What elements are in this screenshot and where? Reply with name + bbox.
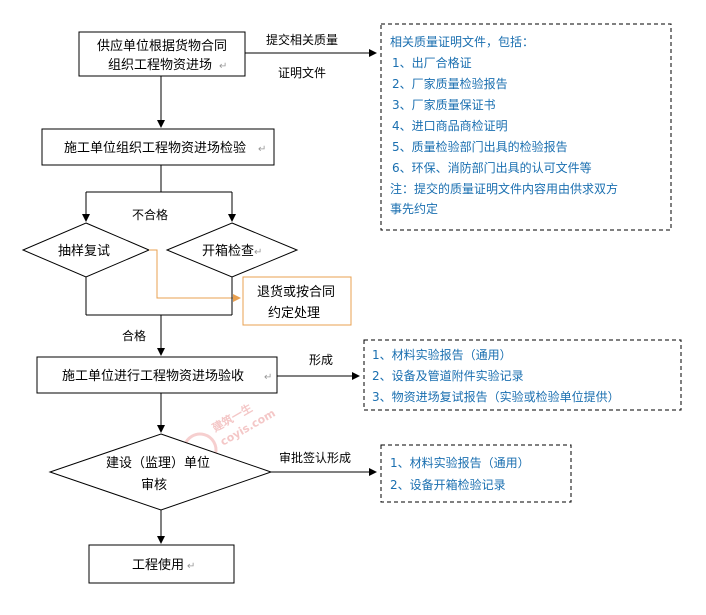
label-submit-line1: 提交相关质量 (266, 32, 338, 47)
acceptance-records-line-0: 1、材料实验报告（通用） (372, 347, 512, 362)
acceptance-records-note: 1、材料实验报告（通用） 2、设备及管道附件实验记录 3、物资进场复试报告（实验… (363, 339, 682, 411)
sample-retest-diamond: 抽样复试 (21, 222, 151, 278)
quality-docs-line-4: 4、进口商品商检证明 (392, 118, 508, 133)
quality-docs-line-1: 1、出厂合格证 (392, 55, 472, 70)
quality-docs-line-8: 事先约定 (390, 201, 438, 216)
acceptance-records-line-1: 2、设备及管道附件实验记录 (372, 368, 524, 383)
quality-docs-line-6: 6、环保、消防部门出具的认可文件等 (392, 160, 592, 175)
review-records-line-1: 2、设备开箱检验记录 (390, 477, 506, 492)
sample-retest-label: 抽样复试 (58, 244, 110, 259)
return-line1: 退货或按合同 (257, 284, 335, 300)
supervisor-review-diamond: 建设（监理）单位 审核 (48, 433, 273, 511)
supervisor-review-line1: 建设（监理）单位 (106, 456, 210, 471)
label-qualified: 合格 (122, 328, 146, 343)
return-box: 退货或按合同 约定处理 (242, 276, 352, 326)
quality-docs-line-7: 注：提交的质量证明文件内容用由供求双方 (390, 181, 618, 196)
label-approve-form: 审批签认形成 (279, 450, 351, 465)
quality-docs-line-2: 2、厂家质量检验报告 (392, 76, 508, 91)
label-unqualified: 不合格 (132, 207, 168, 222)
supplier-box: 供应单位根据货物合同 组织工程物资进场 ↵ (78, 31, 246, 77)
unpack-check-label: 开箱检查 (202, 243, 254, 259)
construction-check-box: 施工单位组织工程物资进场检验 ↵ (41, 128, 275, 166)
svg-text:↵: ↵ (219, 61, 227, 72)
construction-check-label: 施工单位组织工程物资进场检验 (64, 140, 246, 156)
quality-docs-line-3: 3、厂家质量保证书 (392, 97, 496, 112)
svg-text:↵: ↵ (254, 247, 262, 258)
supplier-line1: 供应单位根据货物合同 (97, 38, 227, 54)
review-records-line-0: 1、材料实验报告（通用） (390, 455, 530, 470)
svg-text:↵: ↵ (258, 144, 266, 155)
svg-text:↵: ↵ (187, 561, 195, 572)
review-records-note: 1、材料实验报告（通用） 2、设备开箱检验记录 (380, 444, 572, 503)
quality-docs-line-5: 5、质量检验部门出具的检验报告 (392, 139, 568, 154)
project-use-label: 工程使用 (132, 557, 184, 573)
quality-docs-note: 相关质量证明文件，包括： 1、出厂合格证 2、厂家质量检验报告 3、厂家质量保证… (380, 23, 672, 231)
supplier-line2: 组织工程物资进场 (108, 58, 212, 73)
label-submit-line2: 证明文件 (278, 65, 326, 80)
arrow-unqualified-return (149, 249, 241, 302)
return-line2: 约定处理 (268, 306, 320, 321)
svg-text:↵: ↵ (264, 372, 272, 383)
acceptance-records-line-2: 3、物资进场复试报告（实验或检验单位提供） (372, 389, 620, 404)
unpack-check-diamond: 开箱检查 ↵ (165, 222, 299, 278)
label-form: 形成 (309, 353, 333, 367)
quality-docs-line-0: 相关质量证明文件，包括： (390, 34, 534, 49)
acceptance-box: 施工单位进行工程物资进场验收 ↵ (36, 356, 278, 394)
supervisor-review-line2: 审核 (141, 478, 167, 493)
acceptance-label: 施工单位进行工程物资进场验收 (62, 368, 244, 384)
project-use-box: 工程使用 ↵ (88, 544, 235, 584)
